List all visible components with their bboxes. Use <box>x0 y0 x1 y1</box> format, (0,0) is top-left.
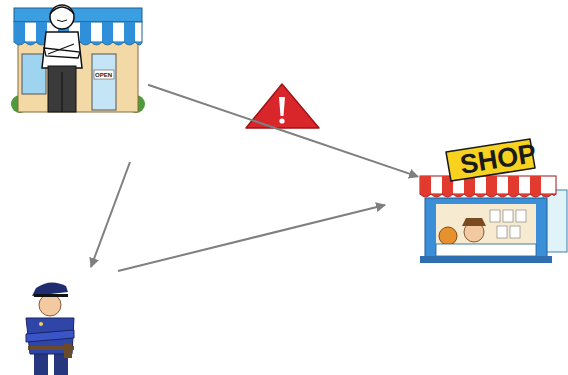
door-sign-text: OPEN <box>95 72 112 78</box>
police-arrow <box>118 205 385 271</box>
storefront-illustration <box>11 5 145 113</box>
flow-arrow <box>148 85 418 177</box>
report-arrow <box>91 162 130 267</box>
warning-sign <box>246 84 319 128</box>
police-officer <box>26 282 74 375</box>
storefront-node: OPEN <box>12 8 144 114</box>
shop-kiosk <box>420 139 567 263</box>
shop-sign-text: SHOP <box>458 140 538 179</box>
shop-node: SHOP <box>420 140 568 265</box>
